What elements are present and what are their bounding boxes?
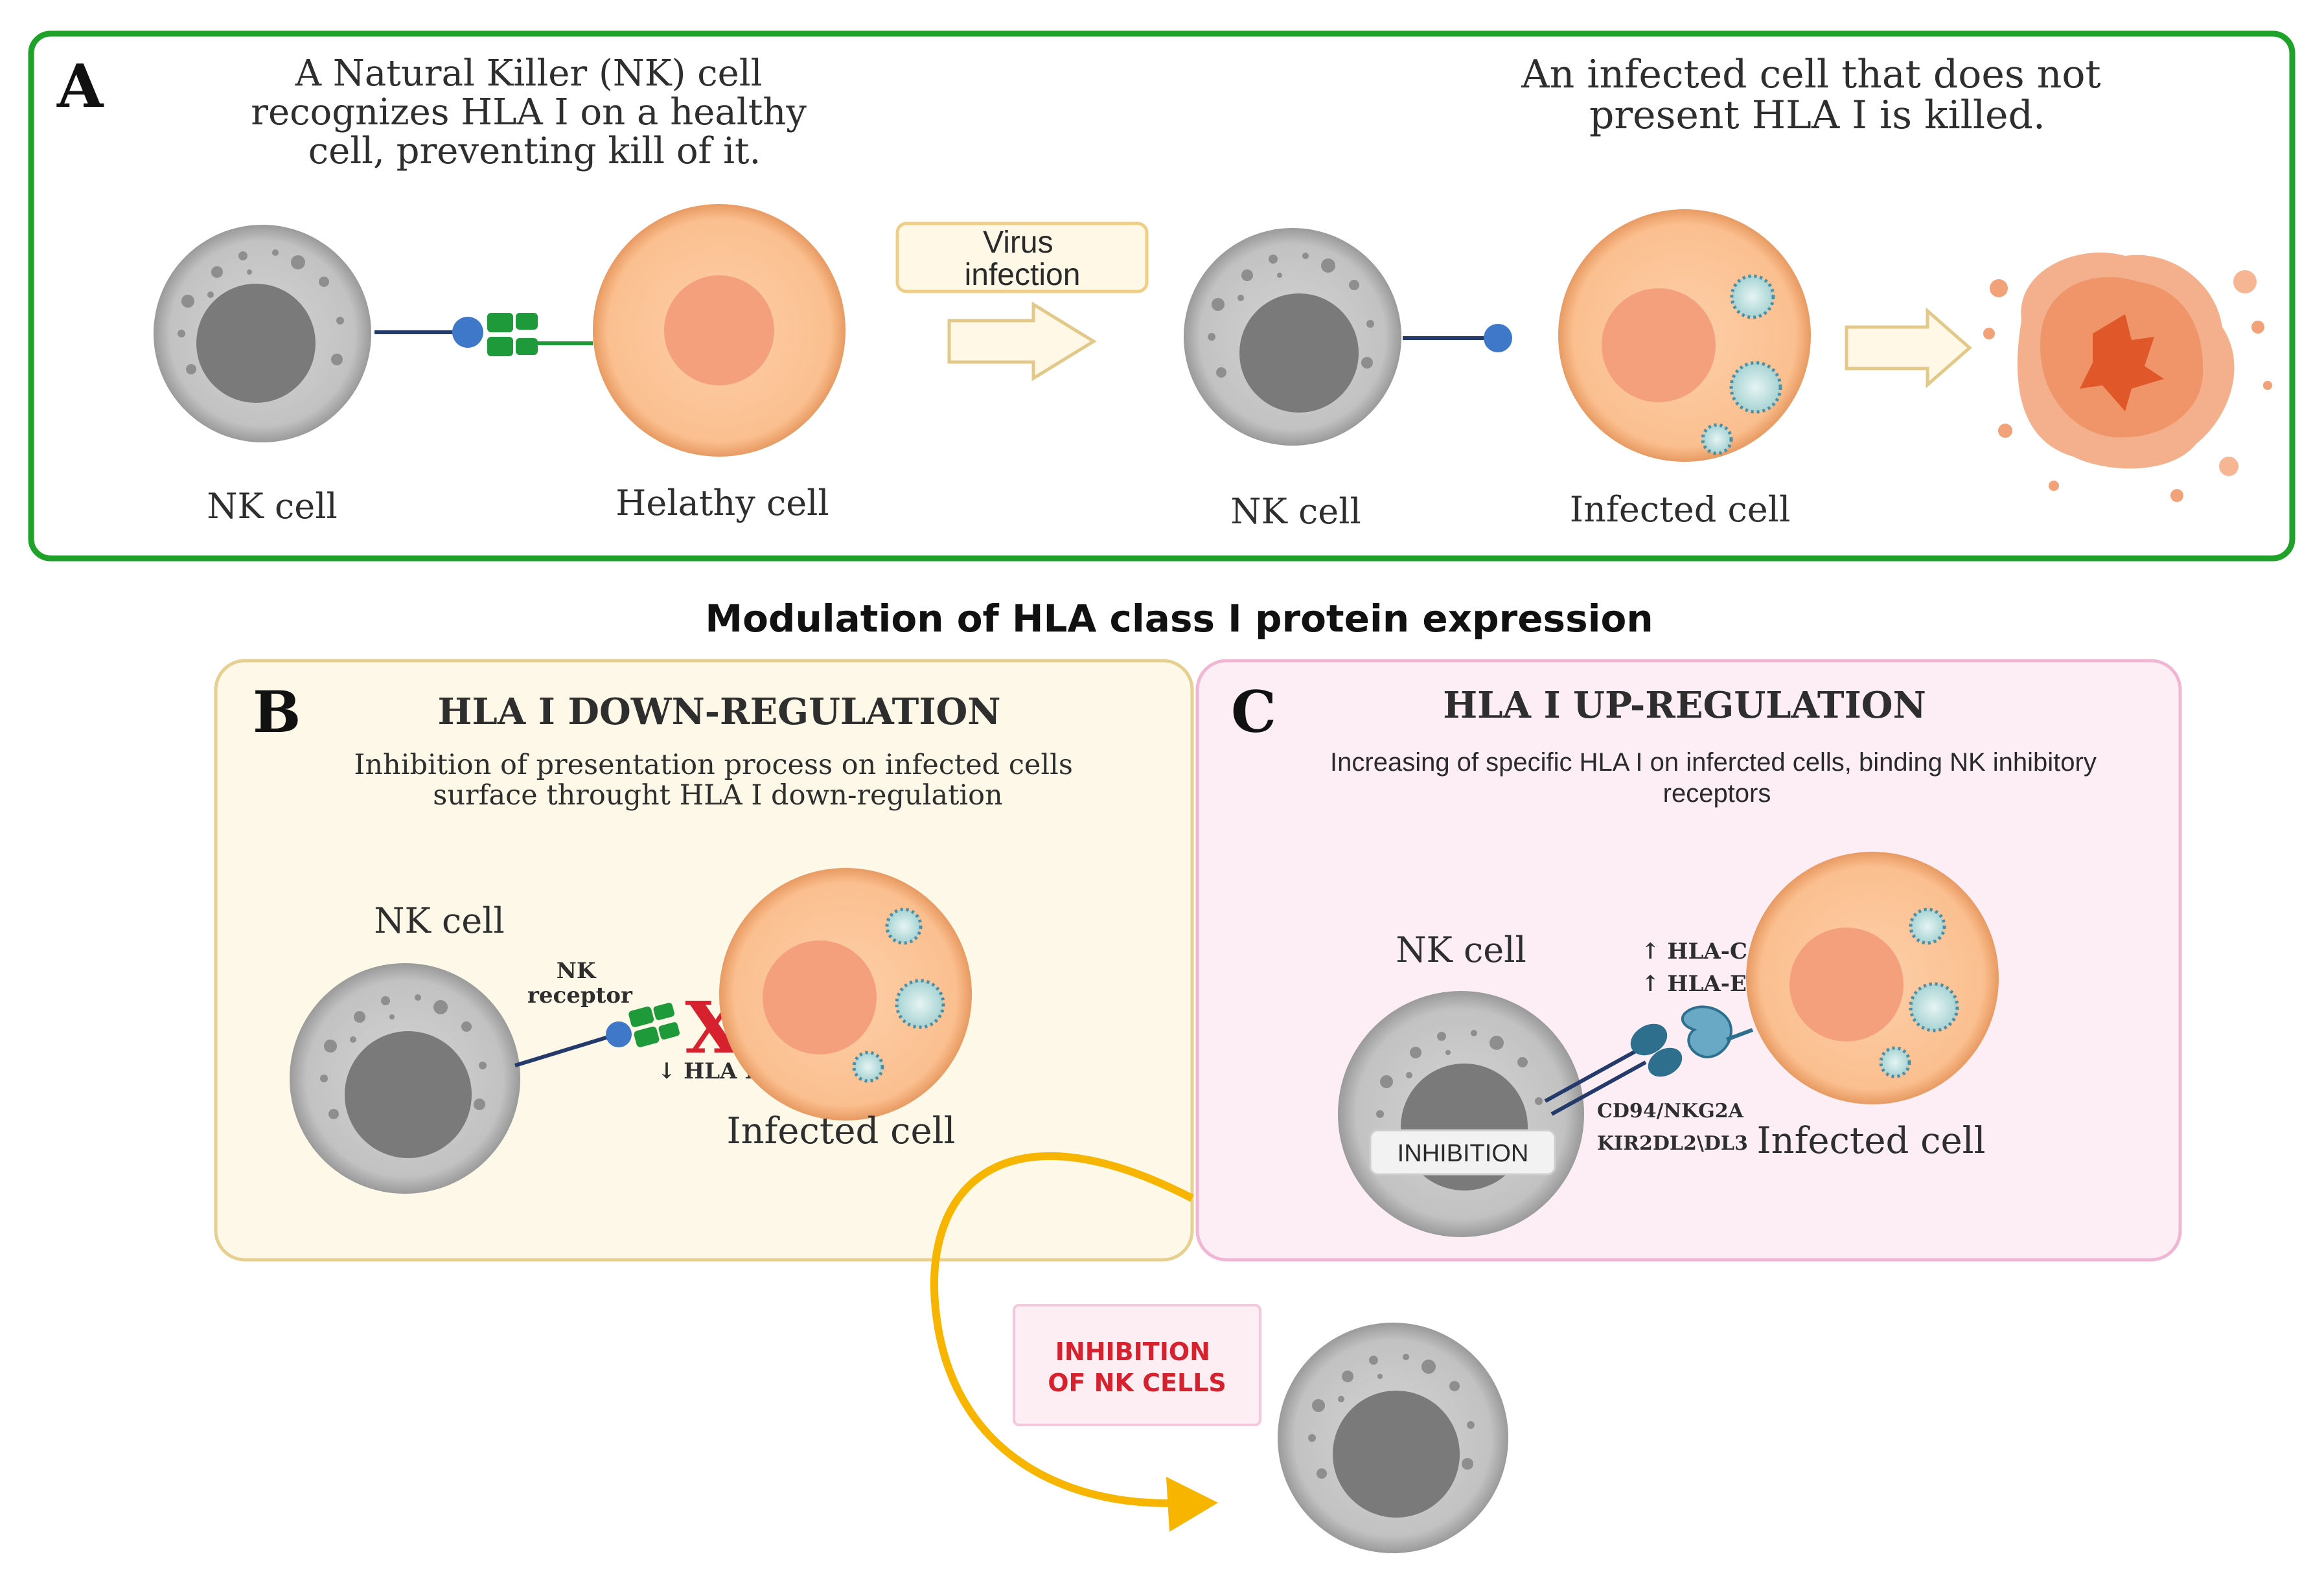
nk-nucleus [196, 284, 316, 403]
virus-particle [885, 907, 923, 945]
healthy-cell-label: Helathy cell [616, 483, 829, 523]
infected-cell-label: Infected cell [726, 1110, 955, 1152]
inhibition-of-nk-label: INHIBITION OF NK CELLS [1048, 1338, 1226, 1397]
panel-c-letter: C [1231, 678, 1276, 746]
infected-nucleus [763, 940, 877, 1054]
hla-down-label: ↓ HLA I [658, 1058, 755, 1084]
infected-cell [1746, 852, 1999, 1104]
virus-particle [1730, 274, 1775, 319]
nk-cell [154, 225, 371, 442]
hla-receptor-complex [628, 1003, 680, 1047]
nk-receptor-label: NK receptor [527, 958, 633, 1008]
nk-cell [1184, 228, 1401, 446]
virus-infection-label: Virus infection [965, 225, 1081, 292]
nk-receptor-head [1484, 324, 1512, 352]
nk-cell-label: NK cell [374, 900, 505, 941]
receptor-names: CD94/NKG2A KIR2DL2\DL3 [1597, 1100, 1750, 1155]
hla-e-complex [1630, 1005, 1732, 1077]
panel-b-title: HLA I DOWN-REGULATION [437, 690, 1000, 733]
panel-a-caption-left: A Natural Killer (NK) cell recognizes HL… [251, 52, 818, 172]
hla-c-label: ↑ HLA-C [1641, 939, 1747, 964]
infected-cell-label: Infected cell [1570, 489, 1790, 530]
virus-particle [895, 979, 945, 1029]
virus-particle [1909, 982, 1959, 1032]
curved-arrow-head [1166, 1477, 1218, 1532]
panel-b-letter: B [253, 678, 301, 746]
nk-nucleus [1239, 293, 1359, 413]
lysed-cell [1983, 252, 2272, 502]
inhibition-of-nk-box [1013, 1304, 1261, 1426]
nk-receptor-head [452, 317, 483, 348]
hla-e-label: ↑ HLA-E [1641, 971, 1747, 997]
inhibition-badge-label: INHIBITION [1398, 1140, 1529, 1167]
infected-nucleus [1602, 288, 1716, 402]
nk-cell-label: NK cell [207, 486, 338, 527]
curved-arrow [930, 1152, 1194, 1507]
virus-particle [1909, 907, 1946, 945]
process-arrow-2 [1845, 307, 1972, 389]
nk-cell-label: NK cell [1396, 929, 1526, 970]
inhibitory-receptor-stalk [1550, 1060, 1647, 1116]
virus-particle [1879, 1046, 1911, 1078]
panel-b-subtitle: Inhibition of presentation process on in… [354, 749, 1081, 812]
nk-nucleus [1333, 1391, 1460, 1518]
main-title: Modulation of HLA class I protein expres… [705, 597, 1653, 641]
virus-infection-box [895, 222, 1149, 293]
nk-receptor-head [606, 1021, 632, 1047]
virus-particle [1701, 423, 1733, 455]
nk-cell-label: NK cell [1230, 491, 1361, 532]
panel-a-letter: A [56, 51, 104, 121]
virus-particle [1729, 361, 1782, 414]
nk-cell [1338, 991, 1584, 1237]
hla-stalk [1725, 1028, 1754, 1042]
nk-cell [290, 963, 520, 1194]
panel-c-subtitle: Increasing of specific HLA I on infercte… [1330, 748, 2104, 808]
nk-nucleus [345, 1031, 472, 1158]
hla-receptor-complex [487, 313, 538, 356]
healthy-cell [593, 204, 846, 457]
inhibited-nk-cell [1278, 1323, 1508, 1553]
infected-cell [1558, 209, 1811, 462]
inhibitory-receptor-stalk [1544, 1047, 1640, 1103]
infected-cell [719, 868, 972, 1121]
infected-cell-label: Infected cell [1756, 1120, 1985, 1162]
panel-a-caption-right: An infected cell that does not present H… [1521, 52, 2113, 138]
inhibition-badge [1369, 1129, 1556, 1176]
healthy-nucleus [664, 275, 774, 385]
virus-particle [852, 1051, 884, 1083]
process-arrow-1 [947, 301, 1097, 382]
fragmented-nucleus [2080, 314, 2164, 411]
infected-nucleus [1789, 928, 1904, 1042]
panel-c-title: HLA I UP-REGULATION [1443, 684, 1926, 727]
nk-receptor-stalk [514, 1034, 611, 1067]
